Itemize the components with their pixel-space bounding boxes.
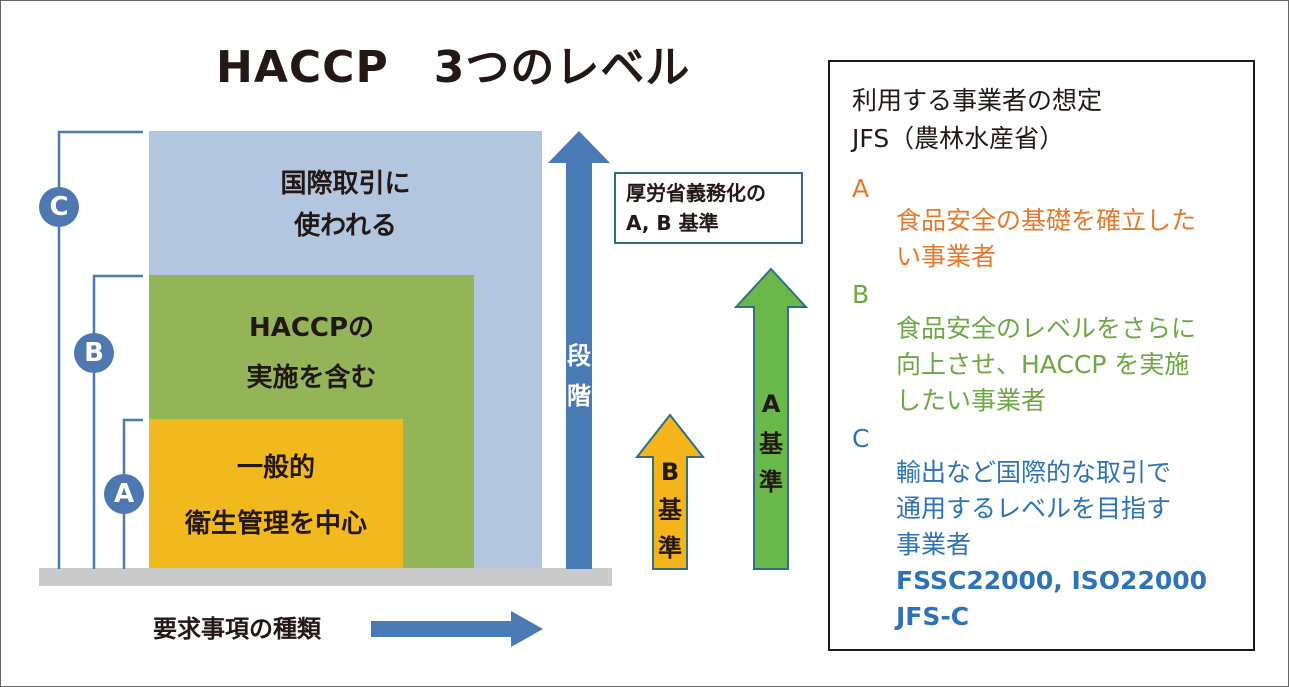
right-box-c-line5: JFS-C bbox=[896, 602, 970, 631]
marker-b-icon: B bbox=[74, 333, 114, 373]
b-arrow-char3: 準 bbox=[658, 534, 682, 562]
ground-bar bbox=[39, 568, 612, 586]
level-b-text-line2: 実施を含む bbox=[246, 363, 377, 393]
mhlw-standard-box: 厚労省義務化の A, B 基準 bbox=[614, 172, 803, 244]
a-arrow-char1: A bbox=[761, 390, 781, 418]
right-box-a-line2: い事業者 bbox=[896, 242, 997, 271]
bracket-a bbox=[122, 418, 143, 569]
level-c-text-line2: 使われる bbox=[294, 211, 397, 241]
marker-a-icon: A bbox=[104, 474, 144, 514]
right-box-c-line3: 事業者 bbox=[896, 530, 972, 559]
right-box-c-line1: 輸出など国際的な取引で bbox=[896, 458, 1172, 487]
level-a-text-line1: 一般的 bbox=[236, 453, 315, 483]
right-box-b-line3: したい事業者 bbox=[896, 386, 1047, 415]
bracket-c bbox=[57, 130, 143, 569]
level-a-text-line2: 衛生管理を中心 bbox=[184, 509, 367, 539]
b-standard-arrow-icon bbox=[635, 413, 705, 570]
marker-c-icon: C bbox=[39, 187, 79, 227]
assumed-users-box: 利用する事業者の想定 JFS（農林水産省） A 食品安全の基礎を確立した い事業… bbox=[828, 60, 1255, 651]
stage-label-char2: 階 bbox=[567, 382, 591, 410]
level-b-text-line1: HACCPの bbox=[248, 313, 375, 343]
diagram-title: HACCP 3つのレベル bbox=[216, 42, 691, 93]
right-box-a-line1: 食品安全の基礎を確立した bbox=[896, 206, 1197, 235]
right-box-b-line2: 向上させ、HACCP を実施 bbox=[896, 350, 1190, 379]
mhlw-box-line1: 厚労省義務化の bbox=[626, 181, 766, 205]
a-arrow-char3: 準 bbox=[759, 468, 783, 496]
right-box-c-label: C bbox=[852, 424, 870, 453]
right-box-b-label: B bbox=[852, 280, 870, 309]
stage-arrow-icon bbox=[548, 131, 610, 569]
axis-label: 要求事項の種類 bbox=[153, 615, 321, 643]
right-box-b-line1: 食品安全のレベルをさらに bbox=[896, 314, 1197, 343]
b-arrow-char2: 基 bbox=[658, 496, 682, 524]
a-standard-arrow-icon bbox=[734, 267, 808, 570]
b-arrow-char1: B bbox=[660, 458, 680, 486]
right-box-c-line2: 通用するレベルを目指す bbox=[896, 494, 1172, 523]
level-c-text-line1: 国際取引に bbox=[280, 169, 411, 199]
right-box-heading2: JFS（農林水産省） bbox=[852, 124, 1065, 153]
right-box-a-label: A bbox=[852, 174, 870, 203]
level-a-block: 一般的 衛生管理を中心 bbox=[149, 419, 403, 569]
axis-arrow-icon bbox=[371, 611, 543, 647]
mhlw-box-line2: A, B 基準 bbox=[626, 211, 719, 235]
level-brackets bbox=[57, 130, 143, 569]
right-box-c-line4: FSSC22000, ISO22000 bbox=[896, 566, 1208, 595]
bracket-b bbox=[92, 274, 143, 569]
stage-label-char1: 段 bbox=[567, 342, 591, 370]
right-box-heading1: 利用する事業者の想定 bbox=[852, 86, 1103, 115]
a-arrow-char2: 基 bbox=[759, 430, 783, 458]
